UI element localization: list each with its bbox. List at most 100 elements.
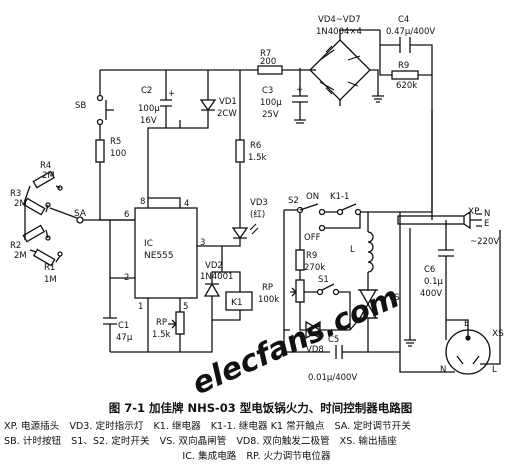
r9-value: 620k: [396, 81, 417, 91]
c6-name: C6: [424, 265, 435, 275]
r2-name: R2: [10, 241, 21, 251]
pin-3: 3: [200, 238, 205, 248]
r9b-name: R9: [306, 251, 317, 261]
vd3-note: (红): [250, 209, 265, 220]
pushbutton-sb: SB: [75, 94, 114, 140]
c4-value: 0.47μ/400V: [386, 27, 435, 37]
s2-label: S2: [288, 196, 299, 206]
component-legend: XP. 电源插头 VD3. 定时指示灯 K1. 继电器 K1-1. 继电器 K1…: [4, 419, 519, 464]
firing-network: R9 270k RP 100k S1: [258, 212, 351, 331]
led-vd3: VD3 (红): [222, 198, 268, 247]
figure-caption: 图 7-1 加佳牌 NHS-03 型电饭锅火力、时间控制器电路图: [108, 401, 413, 415]
rp-name: RP: [156, 318, 167, 328]
bridge-type: 1N4004×4: [316, 27, 362, 37]
r4-value: 2M: [42, 171, 55, 181]
c3-name: C3: [262, 86, 273, 96]
c3-value-1: 100μ: [260, 98, 282, 108]
resistor-r7: R7 200: [257, 49, 283, 75]
rp2-value: 100k: [258, 295, 279, 305]
diode-vd2: VD2 1N4001: [200, 246, 233, 312]
ic-name: IC: [144, 239, 153, 249]
xp-label: XP: [468, 207, 480, 217]
legend-item: K1. 继电器: [153, 421, 201, 432]
legend-item: IC. 集成电路: [182, 451, 237, 462]
pin-5: 5: [183, 302, 188, 312]
socket-xs: XS E N L: [399, 230, 504, 375]
legend-item: VS. 双向晶闸管: [159, 436, 227, 447]
plug-xp: XP N E ~220V: [397, 110, 499, 247]
c5-value: 0.01μ/400V: [308, 373, 357, 383]
legend-row-2: SB. 计时按钮 S1、S2. 定时开关 VS. 双向晶闸管 VD8. 双向触发…: [4, 434, 519, 449]
circuit-schematic: VD4~VD7 1N4004×4 R7 200 C4 0.47μ/400V R9…: [10, 15, 504, 400]
resistor-r6: R6 1.5k: [235, 139, 267, 228]
r9b-value: 270k: [304, 263, 325, 273]
c2-plus: +: [168, 89, 175, 99]
legend-item: SB. 计时按钮: [4, 436, 62, 447]
s2-on-label: ON: [306, 192, 319, 202]
capacitor-c6: C6 0.1μ 400V: [420, 220, 454, 340]
r6-name: R6: [250, 141, 261, 151]
plug-n-label: N: [484, 209, 490, 219]
ground-icon-c6: [404, 228, 416, 347]
r9-name: R9: [398, 61, 409, 71]
r5-value: 100: [110, 149, 126, 159]
r3-name: R3: [10, 189, 21, 199]
l-label: L: [350, 245, 355, 255]
legend-item: RP. 火力调节电位器: [246, 451, 331, 462]
pin-4: 4: [184, 199, 189, 209]
vd2-name: VD2: [205, 261, 223, 271]
r1-name: R1: [44, 263, 55, 273]
legend-item: XP. 电源插头: [4, 421, 60, 432]
vd1-type: 2CW: [217, 109, 237, 119]
c2-value-1: 100μ: [138, 104, 160, 114]
k1-label: K1: [231, 298, 243, 308]
bridge-rectifier-vd4-vd7: VD4~VD7 1N4004×4: [309, 15, 380, 106]
inductor-l: L: [350, 212, 374, 290]
xs-l-label: L: [492, 365, 497, 375]
rp2-name: RP: [262, 283, 273, 293]
c1-value: 47μ: [116, 333, 133, 343]
ic-type: NE555: [144, 251, 174, 261]
capacitor-c1: C1 47μ: [103, 278, 133, 352]
c5-name: C5: [328, 335, 339, 345]
capacitor-c4-resistor-r9: C4 0.47μ/400V R9 620k: [379, 15, 435, 220]
s1-label: S1: [318, 275, 329, 285]
capacitor-c3: + C3 100μ 25V: [260, 70, 308, 124]
legend-item: XS. 输出插座: [339, 436, 397, 447]
rp-value: 1.5k: [152, 330, 171, 340]
legend-item: VD3. 定时指示灯: [69, 421, 144, 432]
pin-6: 6: [124, 210, 129, 220]
legend-item: VD8. 双向触发二极管: [236, 436, 330, 447]
vs-label: VS: [388, 293, 400, 303]
potentiometer-rp-1-5k: RP 1.5k: [152, 311, 185, 352]
k1-1-label: K1-1: [330, 192, 349, 202]
pin-8: 8: [140, 197, 145, 207]
top-supply-rail: [99, 68, 316, 140]
relay-k1-coil: K1: [211, 271, 253, 321]
c6-value-2: 400V: [420, 289, 442, 299]
diac-vd8: VD8: [304, 320, 350, 355]
bottom-ground-rail: [110, 320, 213, 353]
xs-label: XS: [492, 329, 504, 339]
triac-vs: VS: [349, 289, 400, 352]
s2-off-label: OFF: [304, 233, 321, 243]
xs-n-label: N: [440, 365, 446, 375]
legend-row-1: XP. 电源插头 VD3. 定时指示灯 K1. 继电器 K1-1. 继电器 K1…: [4, 419, 519, 434]
sa-label: SA: [74, 209, 87, 219]
c4-name: C4: [398, 15, 409, 25]
vd1-name: VD1: [219, 97, 237, 107]
capacitor-c2: + C2 100μ 16V: [138, 86, 180, 129]
vd3-name: VD3: [250, 198, 268, 208]
sb-label: SB: [75, 101, 86, 111]
c2-name: C2: [141, 86, 152, 96]
legend-item: S1、S2. 定时开关: [71, 436, 150, 447]
legend-row-3: IC. 集成电路 RP. 火力调节电位器: [4, 449, 519, 464]
c1-name: C1: [118, 321, 129, 331]
c6-value-1: 0.1μ: [424, 277, 444, 287]
capacitor-c5: C5 0.01μ/400V: [283, 330, 400, 383]
r7-name: R7: [260, 49, 271, 59]
c2-value-2: 16V: [140, 116, 157, 126]
timing-resistors-sa: SA R4 2M R3 2M R2 2M R1 1M: [10, 161, 100, 285]
legend-item: K1-1. 继电器 K1 常开触点: [210, 421, 325, 432]
mains-label: ~220V: [470, 237, 499, 247]
